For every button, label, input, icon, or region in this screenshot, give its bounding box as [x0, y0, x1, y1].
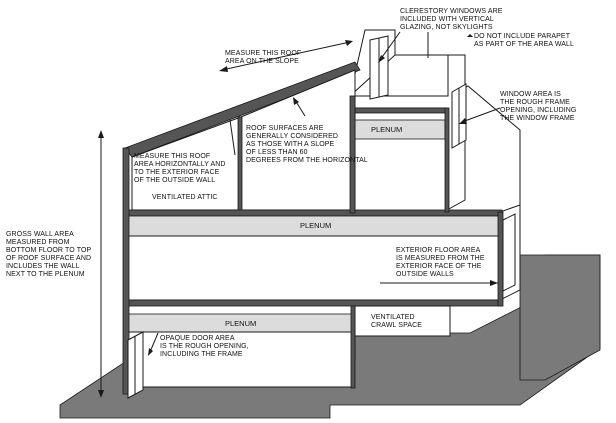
- crawl-space-note: VENTILATED CRAWL SPACE: [371, 314, 422, 329]
- clerestory-right-wall: [444, 107, 450, 213]
- roof-horizontal-leader: [229, 119, 236, 156]
- crawl-wall: [350, 305, 356, 389]
- arrow-down-icon: [98, 390, 104, 398]
- roof-surfaces-note: ROOF SURFACES ARE GENERALLY CONSIDERED A…: [246, 125, 368, 164]
- central-wall: [349, 95, 356, 214]
- right-exterior-wall: [497, 211, 504, 307]
- lower-room: [127, 331, 354, 388]
- attic-partition: [237, 116, 243, 211]
- lower-floor-slab: [124, 299, 503, 307]
- arrow-icon: [293, 97, 299, 105]
- window-area-note: WINDOW AREA IS THE ROUGH FRAME OPENING, …: [500, 91, 579, 122]
- opaque-door-note: OPAQUE DOOR AREA IS THE ROUGH OPENING, I…: [160, 335, 251, 358]
- door-leader: [149, 332, 159, 353]
- crawl-space: [354, 305, 451, 337]
- bullet-icon: [467, 34, 473, 37]
- arrow-icon: [459, 118, 467, 124]
- arrow-left-icon: [219, 66, 228, 72]
- roof-slope-arrow-line: [221, 41, 351, 71]
- clerestory-note: CLERESTORY WINDOWS ARE INCLUDED WITH VER…: [400, 8, 505, 31]
- gross-wall-note: GROSS WALL AREA MEASURED FROM BOTTOM FLO…: [6, 231, 93, 278]
- arrow-right-icon: [490, 280, 498, 286]
- plenum-middle-label: PLENUM: [300, 221, 331, 230]
- parapet-note: DO NOT INCLUDE PARAPET AS PART OF THE AR…: [474, 33, 574, 48]
- left-exterior-wall: [122, 147, 130, 395]
- roof-slope-note: MEASURE THIS ROOF AREA ON THE SLOPE: [225, 50, 303, 65]
- clerestory-leader: [379, 31, 401, 61]
- plenum-top-label: PLENUM: [371, 125, 402, 134]
- window-leader: [461, 107, 501, 123]
- arrow-icon: [148, 348, 153, 356]
- roof-horizontal-note: MEASURE THIS ROOF AREA HORIZONTALLY AND …: [134, 153, 228, 184]
- arrow-up-icon: [98, 130, 104, 138]
- clerestory-floor: [354, 107, 448, 114]
- side-window-icon: [502, 213, 516, 292]
- arrow-right-icon: [345, 40, 353, 46]
- ventilated-attic-label: VENTILATED ATTIC: [152, 194, 218, 201]
- roof-slab: [124, 61, 361, 158]
- arrow-icon: [378, 55, 385, 63]
- right-terrace: [519, 254, 601, 381]
- exterior-floor-note: EXTERIOR FLOOR AREA IS MEASURED FROM THE…: [396, 247, 487, 278]
- plenum-bottom-label: PLENUM: [225, 319, 256, 328]
